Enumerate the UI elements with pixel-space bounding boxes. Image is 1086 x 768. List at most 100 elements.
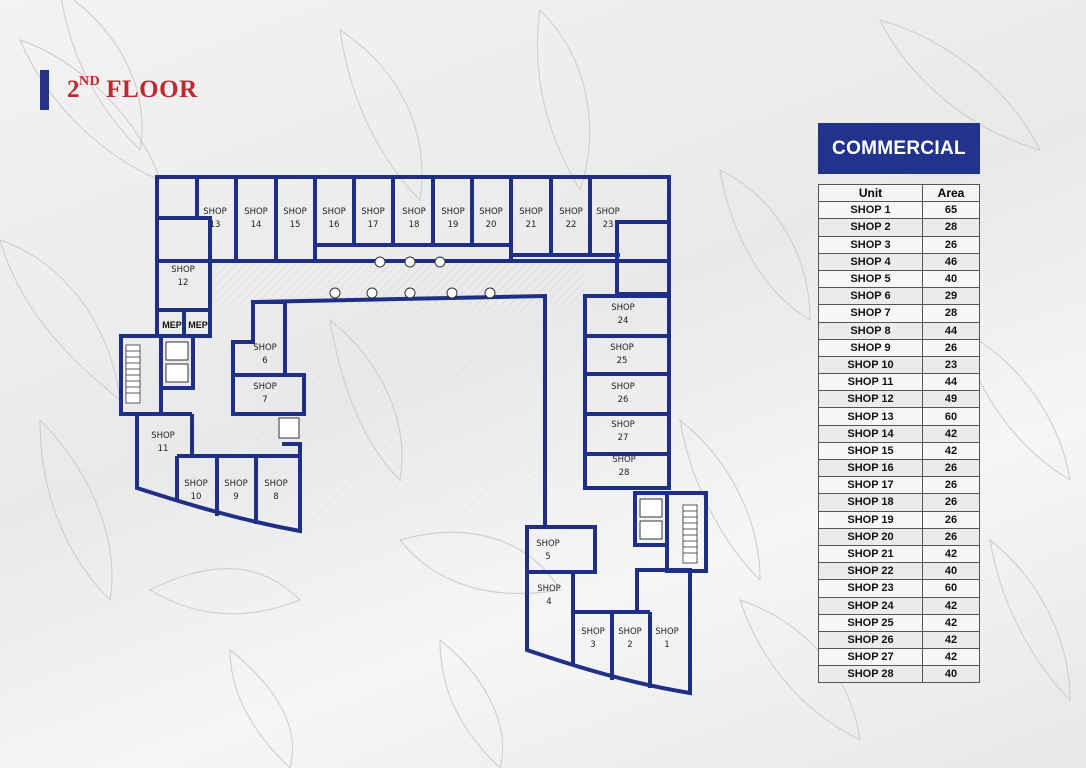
shop-label-number: 8: [273, 492, 278, 502]
shop-label-word: SHOP: [361, 207, 385, 217]
shop-label-word: SHOP: [581, 627, 605, 637]
title-word: FLOOR: [106, 76, 198, 103]
unit-cell: SHOP 1: [818, 201, 923, 220]
unit-cell: SHOP 28: [818, 665, 923, 684]
shop-label-number: 3: [590, 640, 595, 650]
shop-label-number: 22: [566, 220, 577, 230]
unit-cell: SHOP 26: [818, 630, 923, 650]
shop-label-number: 7: [262, 395, 267, 405]
unit-cell: SHOP 6: [818, 287, 923, 306]
shop-label-number: 5: [545, 552, 550, 562]
area-cell: 60: [922, 407, 980, 426]
shop-label-word: SHOP: [559, 207, 583, 217]
title-ordinal-suffix: ND: [79, 74, 101, 89]
unit-cell: SHOP 19: [818, 510, 923, 529]
shop-label-word: SHOP: [611, 420, 635, 430]
area-cell: 26: [922, 235, 980, 254]
unit-cell: SHOP 15: [818, 441, 923, 461]
title-number: 2: [67, 76, 80, 103]
area-cell: 42: [922, 544, 980, 564]
shop-label-word: SHOP: [171, 265, 195, 275]
area-cell: 26: [922, 510, 980, 529]
area-cell: 42: [922, 648, 980, 667]
shop-label-word: SHOP: [184, 479, 208, 489]
shop-label-word: SHOP: [283, 207, 307, 217]
unit-cell: SHOP 21: [818, 544, 923, 564]
shop-label-word: SHOP: [479, 207, 503, 217]
unit-cell: SHOP 10: [818, 355, 923, 375]
shop-label-number: 17: [368, 220, 379, 230]
shop-label-number: 21: [526, 220, 537, 230]
shop-label-word: SHOP: [253, 382, 277, 392]
shop-label-word: SHOP: [402, 207, 426, 217]
unit-cell: SHOP 16: [818, 458, 923, 478]
shop-label-number: 12: [178, 278, 189, 288]
unit-cell: SHOP 14: [818, 424, 923, 443]
left-stair: [125, 344, 141, 404]
area-cell: 60: [922, 579, 980, 598]
shop-label-word: SHOP: [596, 207, 620, 217]
area-cell: 42: [922, 630, 980, 650]
shop-label-word: SHOP: [519, 207, 543, 217]
unit-cell: SHOP 12: [818, 390, 923, 409]
unit-cell: SHOP 25: [818, 613, 923, 632]
unit-column-header: Unit: [818, 183, 923, 203]
unit-cell: SHOP 5: [818, 269, 923, 289]
unit-cell: SHOP 2: [818, 218, 923, 237]
seating-area: [329, 256, 496, 299]
shop-label-number: 10: [191, 492, 202, 502]
elevators: [165, 341, 663, 540]
area-cell: 42: [922, 441, 980, 461]
area-cell: 65: [922, 201, 980, 220]
commercial-header: COMMERCIAL: [818, 123, 980, 174]
shop-label-number: 2: [627, 640, 632, 650]
area-cell: 42: [922, 424, 980, 443]
shop-label-number: 9: [233, 492, 238, 502]
shop-label-number: 13: [210, 220, 221, 230]
shop-label-word: SHOP: [611, 303, 635, 313]
unit-cell: SHOP 24: [818, 596, 923, 615]
area-cell: 49: [922, 390, 980, 409]
mep-label-1: MEP: [162, 320, 182, 330]
shop-label-number: 23: [603, 220, 614, 230]
shop-label-word: SHOP: [244, 207, 268, 217]
shop-label-number: 19: [448, 220, 459, 230]
shop-label-number: 18: [409, 220, 420, 230]
shop-label-number: 11: [158, 444, 169, 454]
shop-label-number: 4: [546, 597, 551, 607]
shop-label-word: SHOP: [618, 627, 642, 637]
right-stair: [682, 504, 698, 564]
shop-label-word: SHOP: [264, 479, 288, 489]
shop-label-number: 14: [251, 220, 262, 230]
area-cell: 40: [922, 665, 980, 684]
shop-label-word: SHOP: [322, 207, 346, 217]
area-cell: 26: [922, 527, 980, 546]
shop-label-number: 24: [618, 316, 629, 326]
shop-label-number: 1: [664, 640, 669, 650]
shop-label-number: 28: [619, 468, 630, 478]
shop-label-number: 20: [486, 220, 497, 230]
shop-label-word: SHOP: [611, 382, 635, 392]
unit-cell: SHOP 3: [818, 235, 923, 254]
shop-label-word: SHOP: [203, 207, 227, 217]
